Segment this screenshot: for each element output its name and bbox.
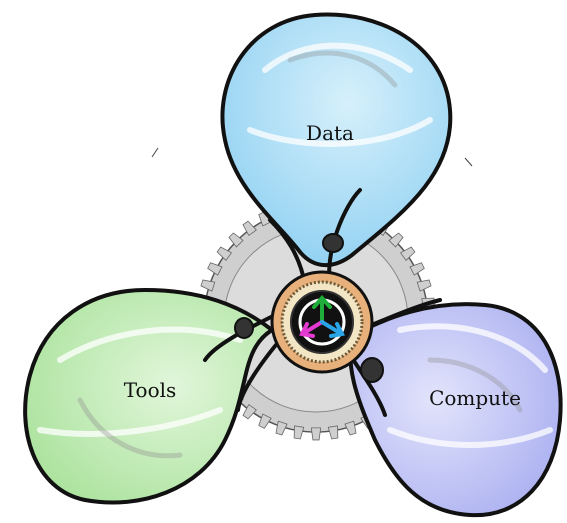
sketch-ticks [151, 147, 473, 167]
label-tools: Tools [124, 378, 177, 402]
gear-tooth [228, 232, 244, 248]
gear-tooth [242, 403, 257, 420]
gear-tooth [200, 279, 216, 292]
lobe-shading [77, 50, 523, 459]
gear-tooth [293, 425, 305, 440]
gear-tooth [275, 420, 288, 436]
lobe-highlights [37, 42, 553, 448]
hub-arms [203, 188, 442, 417]
gear-tooth [399, 246, 416, 261]
lobe-tools [23, 288, 274, 505]
gear-tooth [409, 262, 425, 276]
arrow-down-right-icon [320, 320, 345, 338]
gear-tooth [388, 232, 404, 248]
gear-tooth [207, 262, 223, 276]
lobe-data [220, 12, 453, 268]
hub [270, 270, 374, 374]
gear-tooth [416, 279, 432, 292]
label-data: Data [306, 121, 354, 145]
gear-tooth [258, 413, 272, 429]
arrow-down-left-icon [299, 320, 324, 338]
gear-tooth [216, 246, 233, 261]
eye-details [234, 233, 384, 383]
gear-tooth [242, 220, 257, 237]
gear-tooth [310, 427, 322, 441]
gear-tooth [327, 425, 339, 440]
gear-tooth [344, 420, 357, 436]
lobe-compute [348, 302, 563, 518]
hub-arrows [299, 294, 345, 338]
arrow-up-icon [312, 294, 332, 324]
label-compute: Compute [429, 386, 521, 410]
